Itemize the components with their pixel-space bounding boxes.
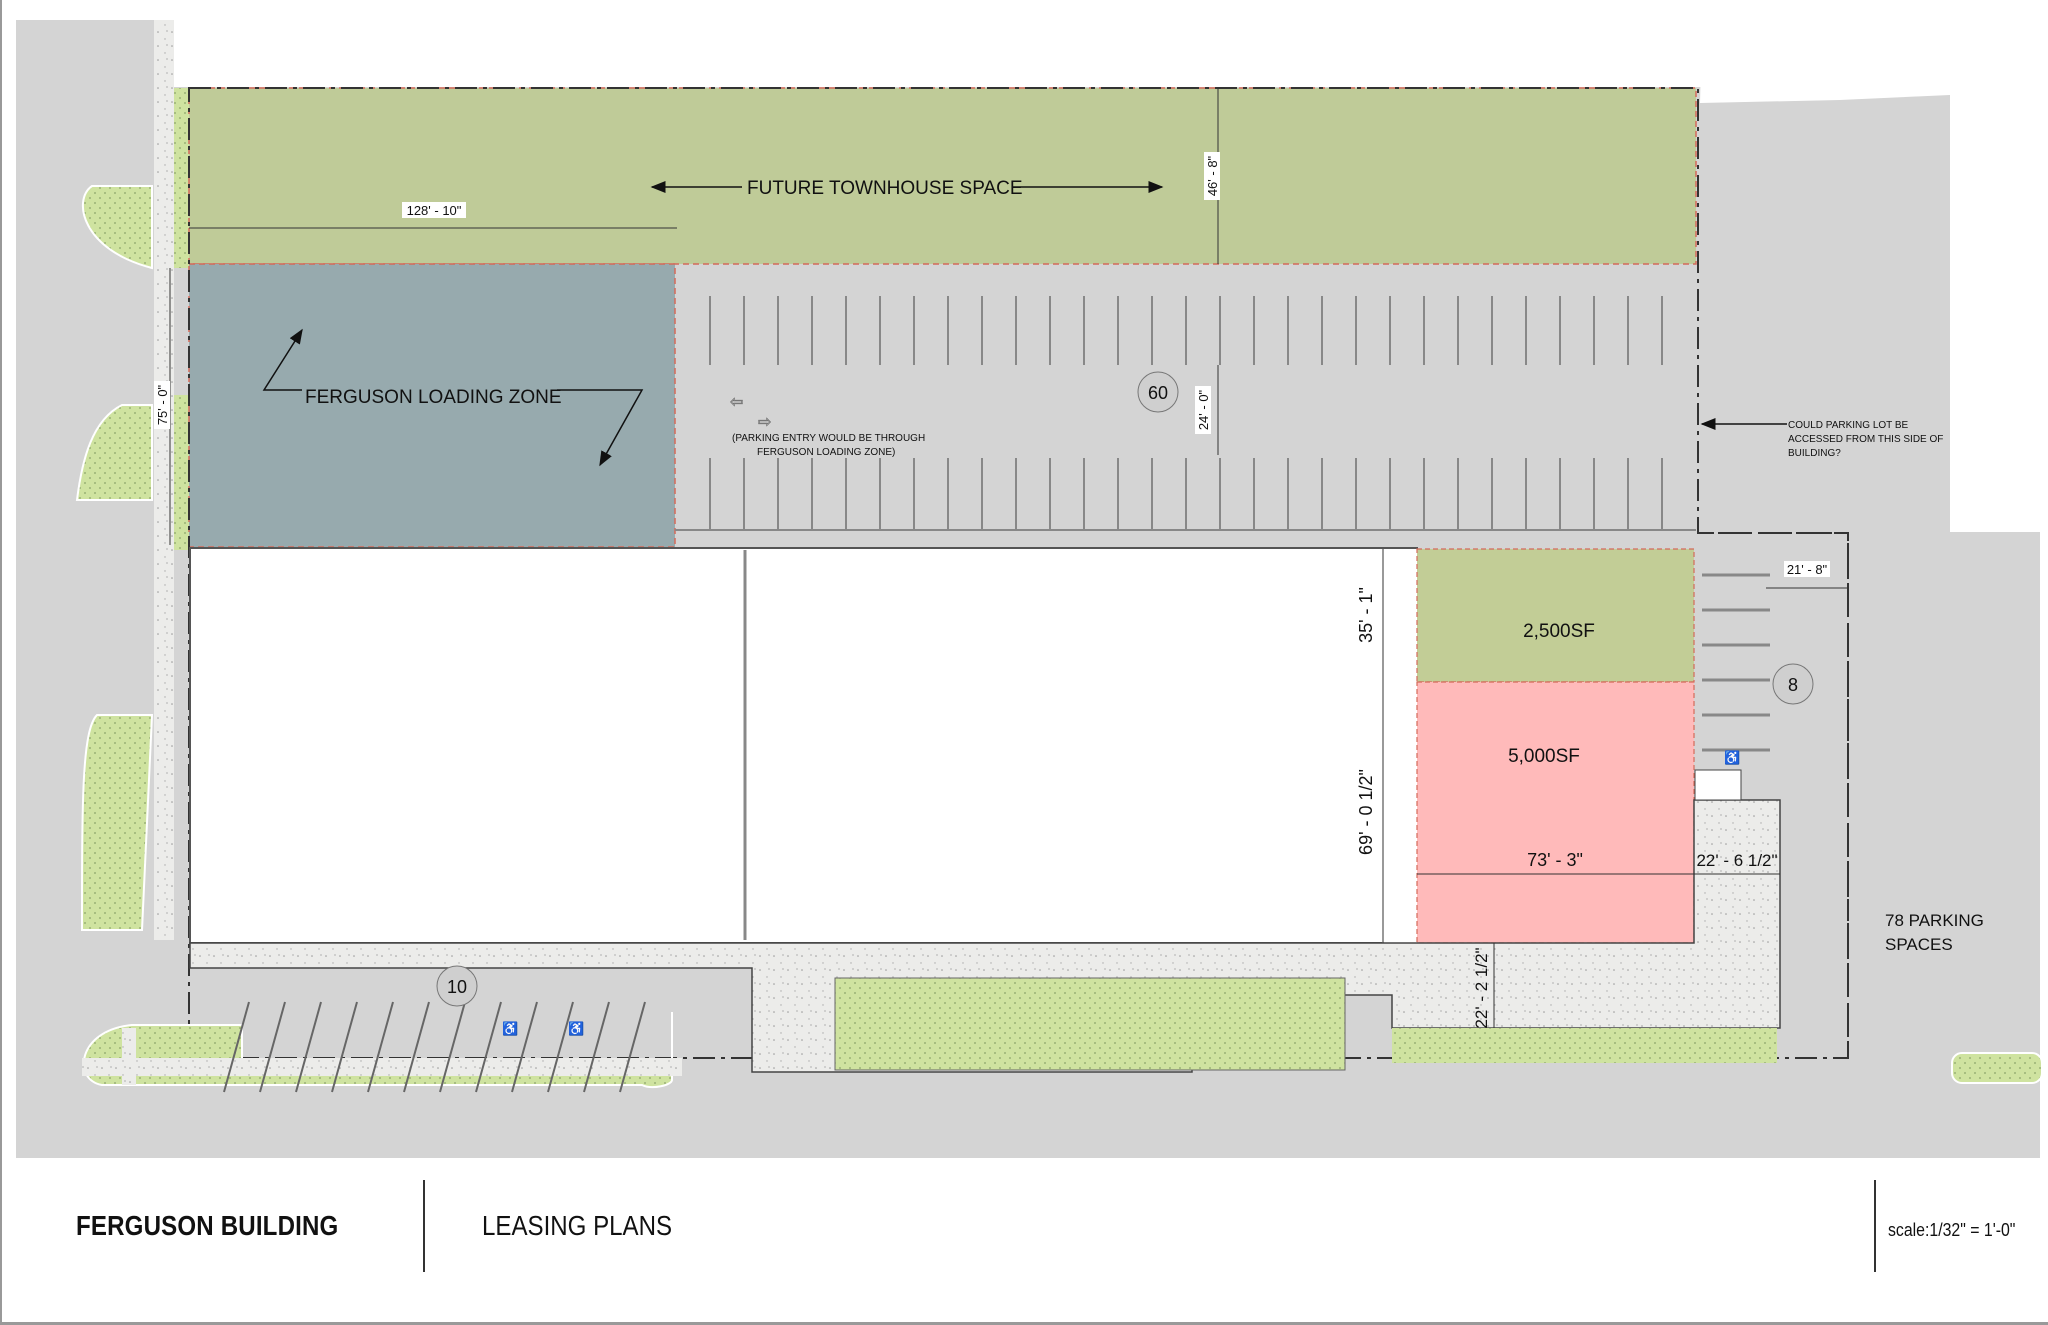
east-stair (1694, 769, 1742, 801)
townhouse-label: FUTURE TOWNHOUSE SPACE (747, 178, 1023, 199)
west-landscape-island-1 (81, 185, 153, 270)
unit-5000sf-label: 5,000SF (1508, 746, 1580, 767)
dim-unit-small-depth: 35' - 1" (1356, 587, 1376, 643)
west-sidewalk (154, 20, 174, 940)
accessible-parking-icon: ♿ (502, 1021, 518, 1036)
east-lot-count-badge: 8 (1772, 663, 1814, 705)
dim-townhouse-width: 128' - 10" (407, 203, 462, 218)
accessible-parking-icon: ♿ (568, 1021, 584, 1036)
access-question-3: BUILDING? (1788, 448, 1841, 459)
entry-arrow-right-icon: ⇨ (758, 414, 771, 431)
access-question-1: COULD PARKING LOT BE (1788, 420, 1909, 431)
parking-entry-note-2: FERGUSON LOADING ZONE) (757, 447, 895, 458)
dim-unit-large-depth: 69' - 0 1/2" (1356, 769, 1376, 855)
building-footprint (189, 547, 1418, 944)
dim-east-lot-width: 21' - 8" (1787, 562, 1828, 577)
accessible-parking-icon: ♿ (1724, 750, 1740, 765)
drawing-scale: scale:1/32" = 1'-0" (1888, 1220, 2016, 1240)
parking-entry-note-1: (PARKING ENTRY WOULD BE THROUGH (732, 433, 925, 444)
dim-south-plaza-depth: 22' - 2 1/2" (1472, 947, 1491, 1028)
southeast-landscape (1951, 1052, 2043, 1084)
unit-5000sf[interactable] (1416, 681, 1695, 944)
project-name: FERGUSON BUILDING (76, 1210, 339, 1241)
dim-unit-width: 73' - 3" (1527, 850, 1583, 870)
dim-west-setback: 75' - 0" (155, 384, 170, 425)
loading-zone-label: FERGUSON LOADING ZONE (305, 387, 562, 408)
loading-zone (188, 263, 676, 548)
svg-text:8: 8 (1788, 675, 1798, 695)
south-landscape-2 (1392, 1028, 1777, 1063)
south-landscape-1 (834, 977, 1346, 1071)
west-landscape-island-2 (75, 404, 153, 501)
svg-text:10: 10 (447, 977, 467, 997)
dim-east-plaza-width: 22' - 6 1/2" (1696, 851, 1777, 870)
townhouse-space (188, 87, 1697, 265)
sheet-title: LEASING PLANS (482, 1210, 673, 1241)
access-question-2: ACCESSED FROM THIS SIDE OF (1788, 434, 1943, 445)
parking-total-1: 78 PARKING (1885, 911, 1984, 930)
unit-2500sf-label: 2,500SF (1523, 621, 1595, 642)
east-lot-boundary (1698, 532, 1849, 1058)
west-landscape-strip (174, 88, 190, 268)
north-lot-count-badge: 60 (1137, 371, 1179, 413)
site-plan: FUTURE TOWNHOUSE SPACE FERGUSON LOADING … (16, 20, 2048, 1158)
title-divider (423, 1180, 425, 1272)
building-white-strip (1382, 549, 1417, 943)
south-lot-count-badge: 10 (436, 965, 478, 1007)
offsite-white-region (1700, 20, 2048, 532)
dim-aisle-width: 24' - 0" (1196, 389, 1211, 430)
dim-townhouse-depth: 46' - 8" (1205, 155, 1220, 196)
svg-text:60: 60 (1148, 383, 1168, 403)
unit-2500sf[interactable] (1416, 548, 1695, 683)
title-divider (1874, 1180, 1876, 1272)
parking-total-2: SPACES (1885, 935, 1953, 954)
entry-arrow-left-icon: ⇦ (730, 394, 743, 411)
